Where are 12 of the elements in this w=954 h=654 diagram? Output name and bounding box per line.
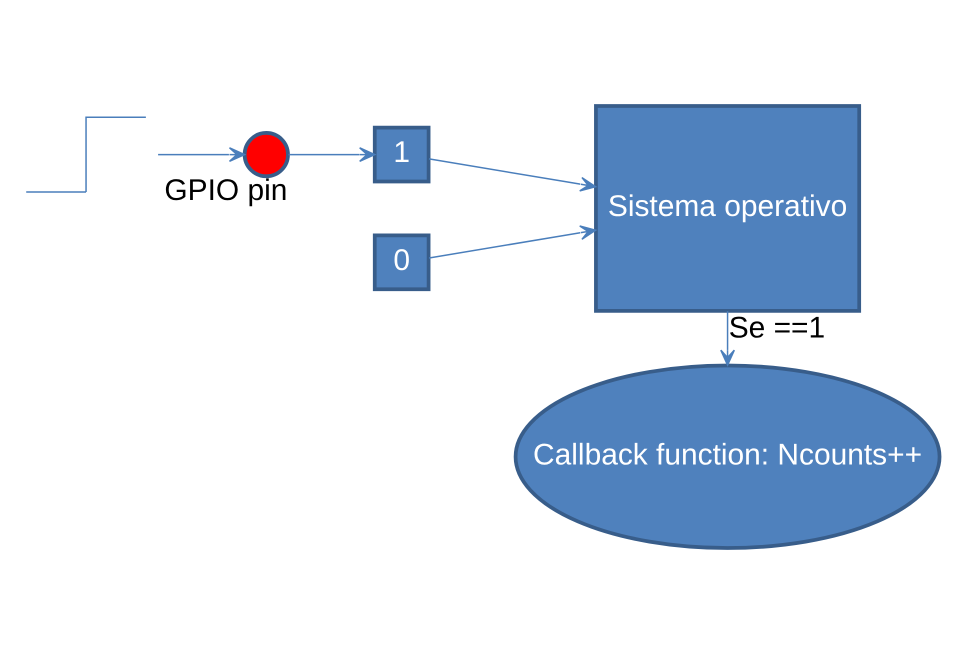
- arrow: [428, 225, 596, 259]
- arrow: [720, 311, 736, 366]
- node-ellipse: Callback function: Ncounts++: [514, 364, 942, 550]
- node-label: GPIO pin: [164, 174, 288, 208]
- node-box: 1: [372, 126, 430, 184]
- arrow: [158, 147, 246, 162]
- arrow: [288, 147, 376, 162]
- node-circle: [242, 131, 290, 178]
- node-box: 0: [372, 234, 430, 292]
- edge-label: Se ==1: [728, 312, 826, 345]
- node-box: Sistema operativo: [594, 104, 862, 313]
- arrow: [428, 158, 596, 192]
